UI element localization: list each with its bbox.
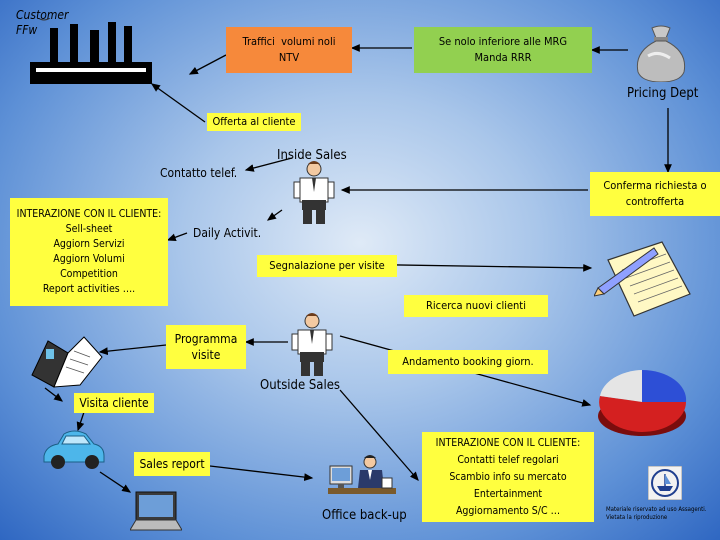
- outside-sales-label: Outside Sales: [260, 378, 341, 393]
- programma-box: Programma visite: [166, 325, 246, 369]
- visita-cliente-box: Visita cliente: [74, 393, 154, 413]
- book-icon: [31, 336, 103, 388]
- arrow-outside-to-interazione2: [339, 389, 419, 481]
- association-logo-icon: [648, 466, 682, 500]
- office-backup-label: Office back-up: [322, 508, 407, 523]
- notepad-icon: [594, 241, 691, 317]
- inside-sales-label: Inside Sales: [277, 148, 347, 163]
- laptop-icon: [130, 491, 182, 531]
- pie-chart-icon: [598, 369, 687, 436]
- contatto-label: Contatto telef.: [160, 166, 238, 180]
- confidential-notice: Materiale riservato ad uso Assagenti. Vi…: [606, 506, 707, 521]
- nolo-box: Se nolo inferiore alle MRG Manda RRR: [414, 27, 592, 73]
- sales-report-box: Sales report: [134, 452, 210, 476]
- arrow-sales-report-to-office: [209, 465, 314, 481]
- arrow-traffici-to-customer: [188, 54, 227, 75]
- arrow-inside-to-contatto: [244, 157, 293, 172]
- arrow-car-to-laptop: [99, 471, 132, 493]
- money-bag-icon: [636, 25, 686, 82]
- outside-salesperson-icon: [291, 313, 333, 376]
- customer-label: Customer FFw: [16, 8, 69, 37]
- office-worker-icon: [328, 455, 396, 494]
- arrow-programma-to-book: [98, 344, 167, 356]
- arrow-visita-to-car: [76, 411, 85, 432]
- andamento-box: Andamento booking giorn.: [388, 350, 548, 374]
- arrow-inside-to-daily: [266, 209, 283, 221]
- factory-icon: [30, 18, 152, 84]
- interazione-box-1: INTERAZIONE CON IL CLIENTE: Sell-sheet A…: [10, 198, 168, 306]
- offerta-box: Offerta al cliente: [207, 113, 301, 131]
- ricerca-box: Ricerca nuovi clienti: [404, 295, 548, 317]
- arrow-daily-to-interazione: [166, 232, 188, 241]
- salesperson-icon: [293, 161, 335, 224]
- traffici-box: Traffici volumi noli NTV: [226, 27, 352, 73]
- conferma-box: Conferma richiesta o controfferta: [590, 172, 720, 216]
- segnalazione-box: Segnalazione per visite: [257, 255, 397, 277]
- arrow-book-to-visita: [44, 387, 64, 402]
- arrow-offerta-to-customer: [150, 83, 206, 123]
- car-icon: [43, 430, 105, 469]
- daily-label: Daily Activit.: [193, 226, 262, 240]
- pricing-label: Pricing Dept: [627, 86, 699, 101]
- interazione-box-2: INTERAZIONE CON IL CLIENTE: Contatti tel…: [422, 432, 594, 522]
